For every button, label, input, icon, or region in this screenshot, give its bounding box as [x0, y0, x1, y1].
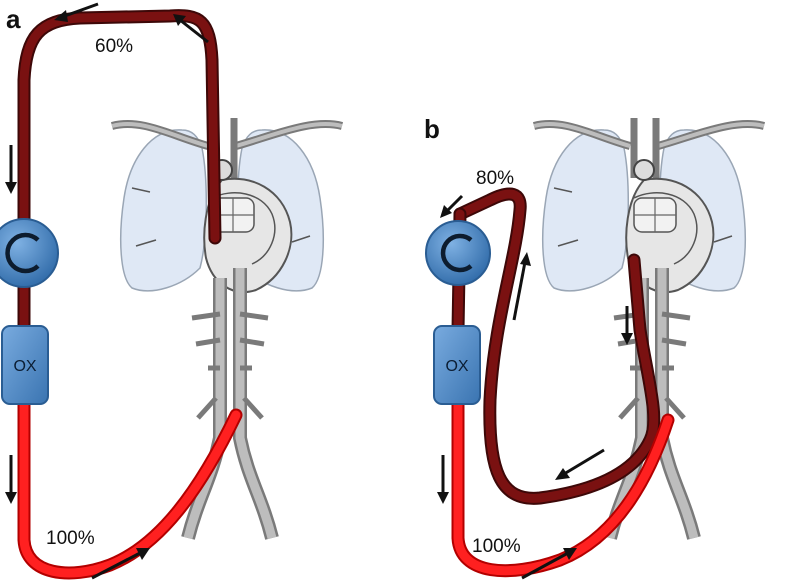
oxygenator-a [1, 325, 49, 405]
panel-label-b: b [424, 114, 440, 144]
panel-b: OX b 80% 100% [424, 114, 764, 580]
venous-saturation-a: 60% [95, 36, 133, 57]
flow-arrow-icon [91, 548, 150, 580]
flow-arrow-icon [621, 306, 633, 345]
oxygenator-b [433, 325, 481, 405]
venous-tube-a [19, 11, 220, 335]
oxygenator-label-a: OX [13, 358, 36, 375]
arterial-tube-b [453, 395, 673, 576]
arterial-tube-a [19, 385, 241, 578]
arterial-saturation-a: 100% [46, 528, 95, 549]
flow-arrow-icon [440, 194, 464, 218]
flow-arrow-icon [173, 14, 209, 44]
flow-arrow-icon [521, 548, 577, 580]
venous-tube-b [455, 189, 659, 503]
panel-label-a: a [6, 4, 21, 34]
pump-rotor-icon [5, 232, 40, 274]
oxygenator-label-b: OX [445, 358, 468, 375]
flow-arrow-icon [5, 455, 17, 504]
panel-a: OX a 60% 100% [0, 2, 342, 580]
anatomy-illustration-a [112, 118, 342, 538]
flow-arrow-icon [5, 145, 17, 194]
flow-arrow-icon [54, 2, 99, 22]
venous-saturation-b: 80% [476, 168, 514, 189]
pump-rotor-icon [440, 233, 473, 273]
flow-arrow-icon [555, 448, 605, 480]
pump-b [425, 220, 491, 286]
arterial-saturation-b: 100% [472, 536, 521, 557]
flow-arrow-icon [512, 252, 531, 321]
flow-arrow-icon [437, 455, 449, 504]
